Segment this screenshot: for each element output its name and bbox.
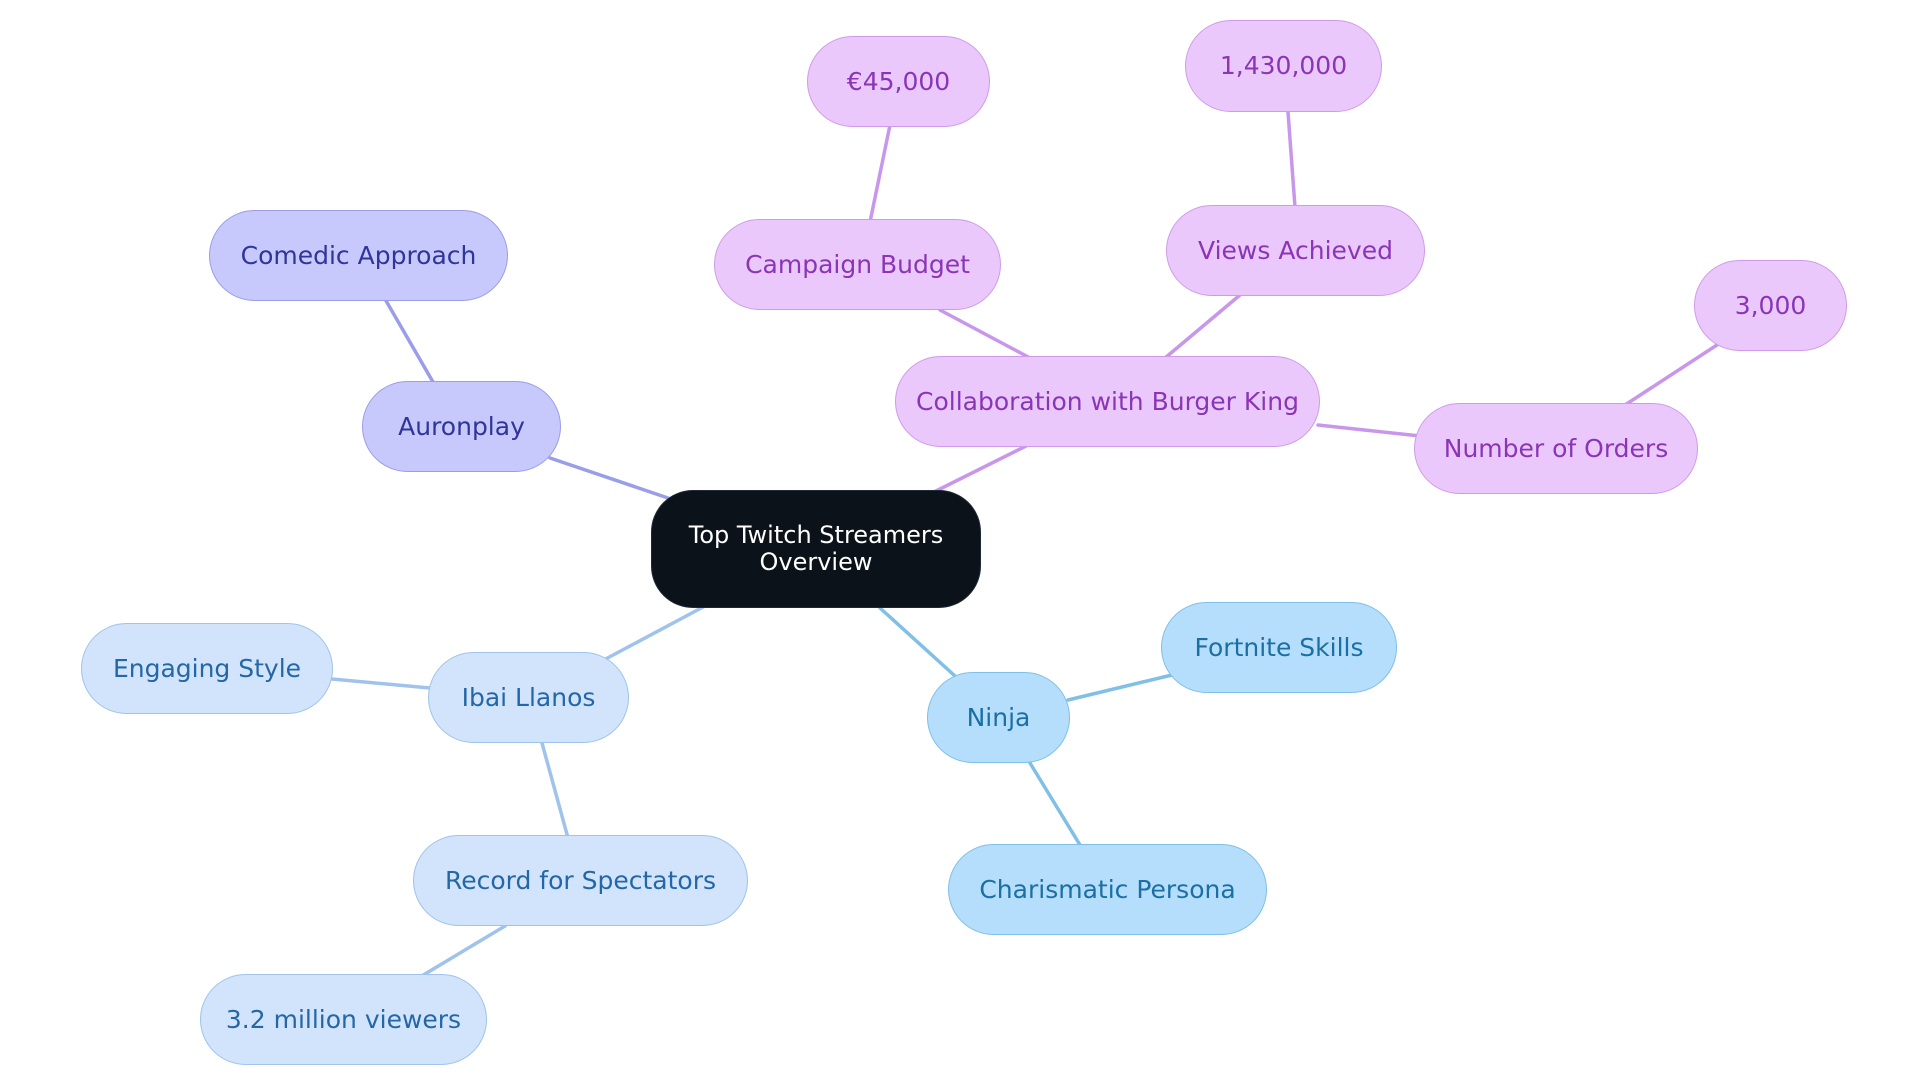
node-charismatic-persona-label: Charismatic Persona xyxy=(979,874,1236,904)
edge-campaign-budget-value xyxy=(868,123,892,224)
node-charismatic-persona[interactable]: Charismatic Persona xyxy=(948,844,1267,935)
edge-ibai-record xyxy=(540,741,570,840)
node-fortnite-skills-label: Fortnite Skills xyxy=(1194,632,1364,662)
node-comedic-approach-label: Comedic Approach xyxy=(240,240,477,270)
node-campaign-budget[interactable]: Campaign Budget xyxy=(714,219,1001,310)
node-views-value[interactable]: 1,430,000 xyxy=(1185,20,1382,112)
node-budget-value-label: €45,000 xyxy=(846,66,951,96)
edge-burger-king-campaign-budget xyxy=(938,308,1032,360)
edge-ibai-engaging xyxy=(330,677,432,690)
node-fortnite-skills[interactable]: Fortnite Skills xyxy=(1161,602,1397,693)
root-title-line1: Top Twitch Streamers xyxy=(688,521,944,549)
node-burger-king-label: Collaboration with Burger King xyxy=(916,386,1299,416)
node-engaging-style[interactable]: Engaging Style xyxy=(81,623,333,714)
edge-orders-value xyxy=(1623,341,1722,407)
node-record-spectators[interactable]: Record for Spectators xyxy=(413,835,748,926)
edge-root-burger-king xyxy=(928,442,1032,496)
node-burger-king[interactable]: Collaboration with Burger King xyxy=(895,356,1320,447)
edge-burger-king-orders xyxy=(1316,423,1422,438)
node-number-of-orders-label: Number of Orders xyxy=(1443,433,1669,463)
node-ibai-llanos[interactable]: Ibai Llanos xyxy=(428,652,629,743)
edge-ninja-fortnite xyxy=(1066,673,1174,702)
node-million-viewers[interactable]: 3.2 million viewers xyxy=(200,974,487,1065)
node-campaign-budget-label: Campaign Budget xyxy=(745,249,970,279)
node-auronplay-label: Auronplay xyxy=(398,411,525,441)
edge-burger-king-views xyxy=(1163,293,1242,360)
node-budget-value[interactable]: €45,000 xyxy=(807,36,990,127)
node-views-achieved-label: Views Achieved xyxy=(1198,235,1393,265)
edge-root-ninja xyxy=(878,606,957,678)
node-auronplay[interactable]: Auronplay xyxy=(362,381,561,472)
node-record-spectators-label: Record for Spectators xyxy=(444,865,717,895)
node-ninja-label: Ninja xyxy=(966,702,1031,732)
root-title-line2: Overview xyxy=(759,548,873,576)
node-orders-value-label: 3,000 xyxy=(1734,290,1807,320)
node-million-viewers-label: 3.2 million viewers xyxy=(225,1004,462,1034)
node-ibai-llanos-label: Ibai Llanos xyxy=(461,682,596,712)
edge-views-value xyxy=(1286,110,1297,209)
node-views-value-label: 1,430,000 xyxy=(1219,51,1348,81)
edge-auronplay-comedic xyxy=(383,297,435,384)
node-number-of-orders[interactable]: Number of Orders xyxy=(1414,403,1698,494)
edge-root-ibai xyxy=(598,604,707,664)
edge-ninja-charismatic xyxy=(1028,761,1082,847)
edge-record-million xyxy=(418,924,507,979)
root-node[interactable]: Top Twitch Streamers Overview xyxy=(651,490,981,608)
node-orders-value[interactable]: 3,000 xyxy=(1694,260,1847,351)
node-engaging-style-label: Engaging Style xyxy=(112,653,302,683)
node-views-achieved[interactable]: Views Achieved xyxy=(1166,205,1425,296)
node-ninja[interactable]: Ninja xyxy=(927,672,1070,763)
edge-root-auronplay xyxy=(548,456,670,500)
node-comedic-approach[interactable]: Comedic Approach xyxy=(209,210,508,301)
